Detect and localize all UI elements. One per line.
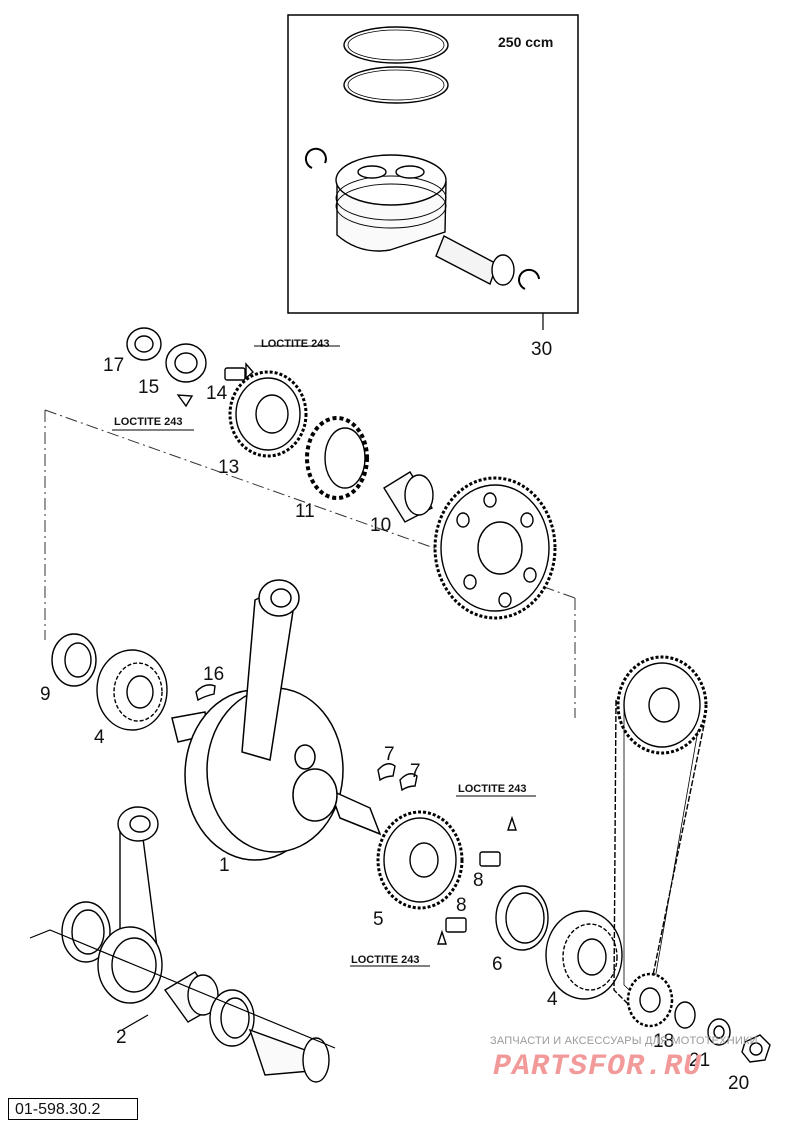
loctite-note-2: LOCTITE 243 bbox=[114, 416, 183, 428]
key-16 bbox=[195, 684, 216, 702]
part-label-1: 1 bbox=[219, 855, 230, 876]
connecting-rod-2 bbox=[29, 806, 336, 1083]
seal-17 bbox=[126, 327, 162, 361]
loctite-note-1: LOCTITE 243 bbox=[261, 338, 330, 350]
crankshaft-1 bbox=[171, 579, 382, 861]
part-label-8b: 8 bbox=[456, 895, 467, 916]
watermark-subtitle: ЗАПЧАСТИ И АКСЕССУАРЫ ДЛЯ МОТОТЕХНИКИ bbox=[490, 1035, 758, 1047]
small-parts-18-21-20 bbox=[674, 1001, 771, 1063]
piston bbox=[335, 154, 447, 252]
screw-14 bbox=[224, 362, 254, 381]
piston-kit-box bbox=[287, 14, 579, 330]
seal-9 bbox=[51, 633, 97, 687]
part-label-15: 15 bbox=[138, 377, 160, 398]
bearing-4-left bbox=[96, 649, 168, 731]
screws-8 bbox=[437, 815, 517, 945]
part-label-5: 5 bbox=[373, 909, 384, 930]
part-label-17: 17 bbox=[103, 355, 125, 376]
part-label-7a: 7 bbox=[384, 744, 395, 765]
gear-13 bbox=[228, 370, 308, 458]
loctite-note-3: LOCTITE 243 bbox=[458, 783, 527, 795]
watermark-logo: PARTSFOR.RU bbox=[493, 1050, 703, 1084]
part-label-14: 14 bbox=[206, 383, 228, 404]
nut-15 bbox=[165, 343, 207, 408]
part-label-30: 30 bbox=[531, 339, 553, 360]
part-label-8a: 8 bbox=[473, 870, 484, 891]
part-label-7b: 7 bbox=[410, 761, 421, 782]
part-label-9: 9 bbox=[40, 684, 51, 705]
part-label-13: 13 bbox=[218, 457, 240, 478]
part-label-4-right: 4 bbox=[547, 989, 558, 1010]
piston-pin-circlips bbox=[304, 147, 540, 290]
washer-6 bbox=[495, 885, 549, 951]
engine-displacement-label: 250 ccm bbox=[498, 34, 554, 50]
part-label-16: 16 bbox=[203, 664, 225, 685]
bearing-4-right bbox=[545, 910, 623, 1000]
part-label-6: 6 bbox=[492, 954, 503, 975]
part-label-2: 2 bbox=[116, 1027, 127, 1048]
part-label-10: 10 bbox=[370, 515, 392, 536]
keys-7 bbox=[377, 763, 418, 792]
part-label-21: 21 bbox=[689, 1050, 711, 1071]
document-number: 01-598.30.2 bbox=[8, 1098, 138, 1120]
bearing-11 bbox=[305, 416, 369, 500]
needle-bearing-10 bbox=[383, 471, 434, 523]
piston-rings bbox=[343, 26, 449, 104]
primary-gear bbox=[433, 476, 557, 620]
part-label-11: 11 bbox=[295, 501, 315, 522]
part-label-20: 20 bbox=[728, 1073, 750, 1094]
piston-pin bbox=[435, 235, 515, 286]
leader-lines bbox=[112, 345, 536, 967]
loctite-note-4: LOCTITE 243 bbox=[351, 954, 420, 966]
timing-chain-assembly bbox=[613, 655, 708, 1028]
part-label-4-left: 4 bbox=[94, 727, 105, 748]
part-label-18: 18 bbox=[653, 1031, 675, 1052]
gear-5 bbox=[376, 810, 464, 910]
